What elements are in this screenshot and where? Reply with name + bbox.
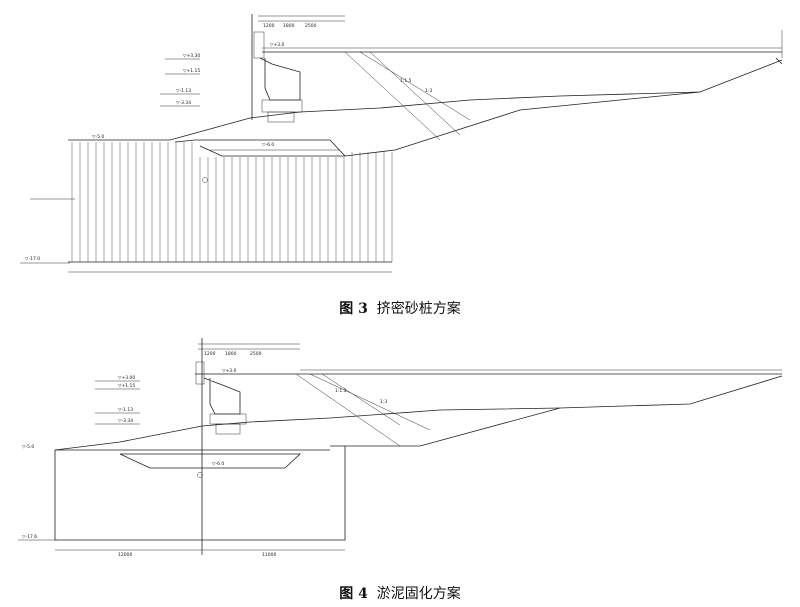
elev-a-label: ▽+3.00: [118, 375, 135, 381]
dim-label-c: 2500: [250, 351, 262, 357]
figure-4-number: 图 4: [339, 586, 368, 602]
slope-line-2: [309, 373, 431, 431]
seabed-right: [330, 407, 561, 447]
elev-c-label: ▽-1.13: [118, 407, 133, 413]
elev-c-label: ▽-1.13: [176, 88, 191, 94]
slope-line-3: [369, 51, 461, 136]
base-block: [215, 423, 241, 435]
span-right-label: 11000: [262, 552, 276, 558]
sand-pile-field: [71, 142, 393, 262]
figure-3-drawing: 1200 1800 2500 ▽+3.0 ▽+3.30 ▽+1.15 ▽-1.1…: [0, 0, 800, 290]
detail-marker: [202, 177, 208, 183]
elev-e-label: ▽-5.0: [92, 134, 104, 140]
slope-line-2: [359, 51, 471, 121]
silt-solidification-cross-section: 1200 1800 2500 ▽+3.0 ▽+3.00 ▽+1.15 ▽-1.1…: [18, 338, 783, 558]
dim-label-a: 1200: [263, 23, 275, 29]
caisson-block: [203, 377, 241, 415]
span-left-label: 12000: [118, 552, 132, 558]
dim-label-c: 2500: [305, 23, 317, 29]
slope-b-label: 1:3: [425, 88, 432, 94]
elev-f-label: ▽-6.0: [212, 461, 224, 467]
toe-block: [261, 99, 303, 113]
dim-label-b: 1800: [283, 23, 295, 29]
dim-label-b: 1800: [225, 351, 237, 357]
elev-b-label: ▽+1.15: [118, 383, 135, 389]
elev-b-label: ▽+1.15: [183, 68, 200, 74]
dredged-trench: [174, 139, 346, 157]
embankment-surface: [68, 59, 783, 141]
elev-e-label: ▽-5.0: [22, 444, 34, 450]
embankment-surface: [54, 375, 783, 451]
figure-4-drawing: 1200 1800 2500 ▽+3.0 ▽+3.00 ▽+1.15 ▽-1.1…: [0, 330, 800, 575]
figure-4-caption: 图 4 淤泥固化方案: [0, 583, 800, 603]
elev-top-label: ▽+3.0: [270, 42, 285, 48]
slope-line-1: [295, 373, 401, 447]
slope-line-3: [321, 373, 401, 426]
figure-3-number: 图 3: [339, 301, 368, 317]
caisson-block: [259, 57, 301, 101]
elev-d-label: ▽-3.34: [176, 100, 191, 106]
elev-bottom-label: ▽-17.0: [25, 256, 40, 262]
elev-bottom-label: ▽-17.6: [22, 534, 37, 540]
elev-d-label: ▽-3.34: [118, 418, 133, 424]
seabed-right: [344, 91, 701, 157]
dim-label-a: 1200: [204, 351, 216, 357]
wave-wall: [195, 361, 205, 385]
solidified-silt-zone: [54, 446, 346, 541]
figure-4-title: 淤泥固化方案: [376, 586, 461, 602]
elev-f-label: ▽-6.0: [262, 142, 274, 148]
detail-marker: [197, 472, 203, 478]
figure-3-caption: 图 3 挤密砂桩方案: [0, 298, 800, 318]
figure-3-title: 挤密砂桩方案: [376, 301, 461, 317]
elev-top-label: ▽+3.0: [222, 368, 237, 374]
base-block: [267, 111, 295, 123]
sand-pile-cross-section: 1200 1800 2500 ▽+3.0 ▽+3.30 ▽+1.15 ▽-1.1…: [20, 14, 783, 273]
dredged-trench: [119, 453, 302, 469]
wave-wall: [253, 31, 265, 59]
slope-line-1: [344, 51, 441, 141]
slope-a-label: 1:1.5: [400, 78, 412, 84]
slope-b-label: 1:3: [380, 399, 387, 405]
elev-a-label: ▽+3.30: [183, 53, 200, 59]
slope-a-label: 1:1.5: [335, 388, 347, 394]
